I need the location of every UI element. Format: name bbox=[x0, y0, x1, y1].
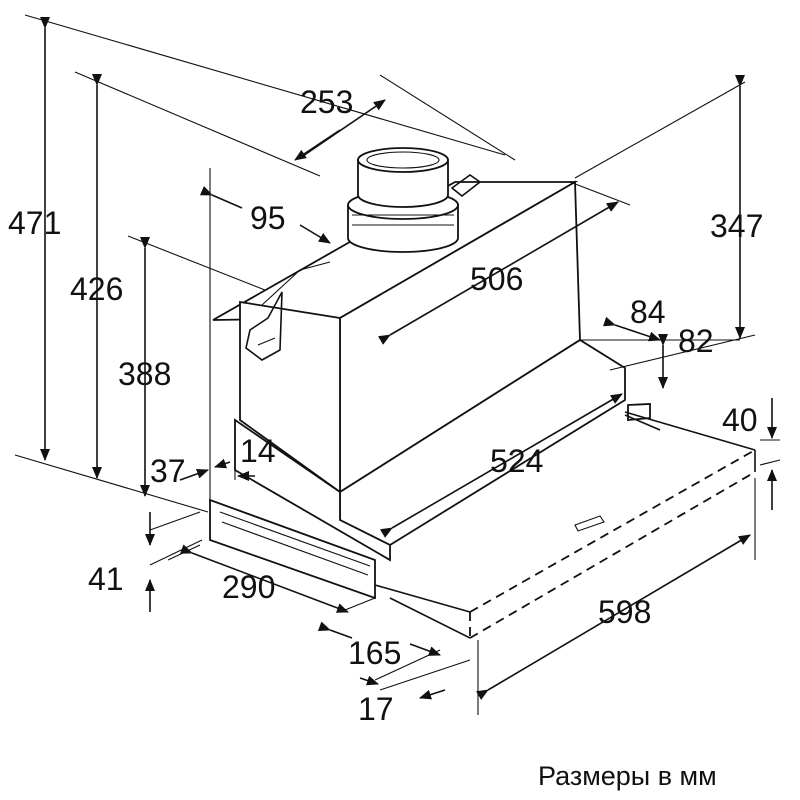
dim-426: 426 bbox=[70, 271, 123, 307]
dim-471: 471 bbox=[8, 205, 61, 241]
dim-14: 14 bbox=[240, 433, 276, 469]
dim-95: 95 bbox=[250, 200, 286, 236]
dim-253: 253 bbox=[300, 84, 353, 120]
dimension-labels: 471 426 388 253 95 506 347 84 82 40 524 … bbox=[8, 84, 763, 727]
dimension-arrows bbox=[40, 17, 777, 700]
side-rail bbox=[627, 403, 651, 421]
dim-17: 17 bbox=[358, 691, 394, 727]
dim-82: 82 bbox=[678, 323, 714, 359]
units-caption: Размеры в мм bbox=[538, 761, 717, 791]
dim-524: 524 bbox=[490, 443, 543, 479]
dim-165: 165 bbox=[348, 635, 401, 671]
mounting-bracket-right bbox=[450, 174, 482, 198]
dim-598: 598 bbox=[598, 594, 651, 630]
slot bbox=[574, 515, 605, 532]
dim-506: 506 bbox=[470, 261, 523, 297]
dim-388: 388 bbox=[118, 356, 171, 392]
dim-40: 40 bbox=[722, 402, 758, 438]
exhaust-collar bbox=[347, 147, 459, 253]
dim-84: 84 bbox=[630, 294, 666, 330]
dim-347: 347 bbox=[710, 208, 763, 244]
dim-37: 37 bbox=[150, 453, 186, 489]
mounting-bracket-left bbox=[245, 291, 283, 361]
dim-290: 290 bbox=[222, 569, 275, 605]
dim-41: 41 bbox=[88, 561, 124, 597]
